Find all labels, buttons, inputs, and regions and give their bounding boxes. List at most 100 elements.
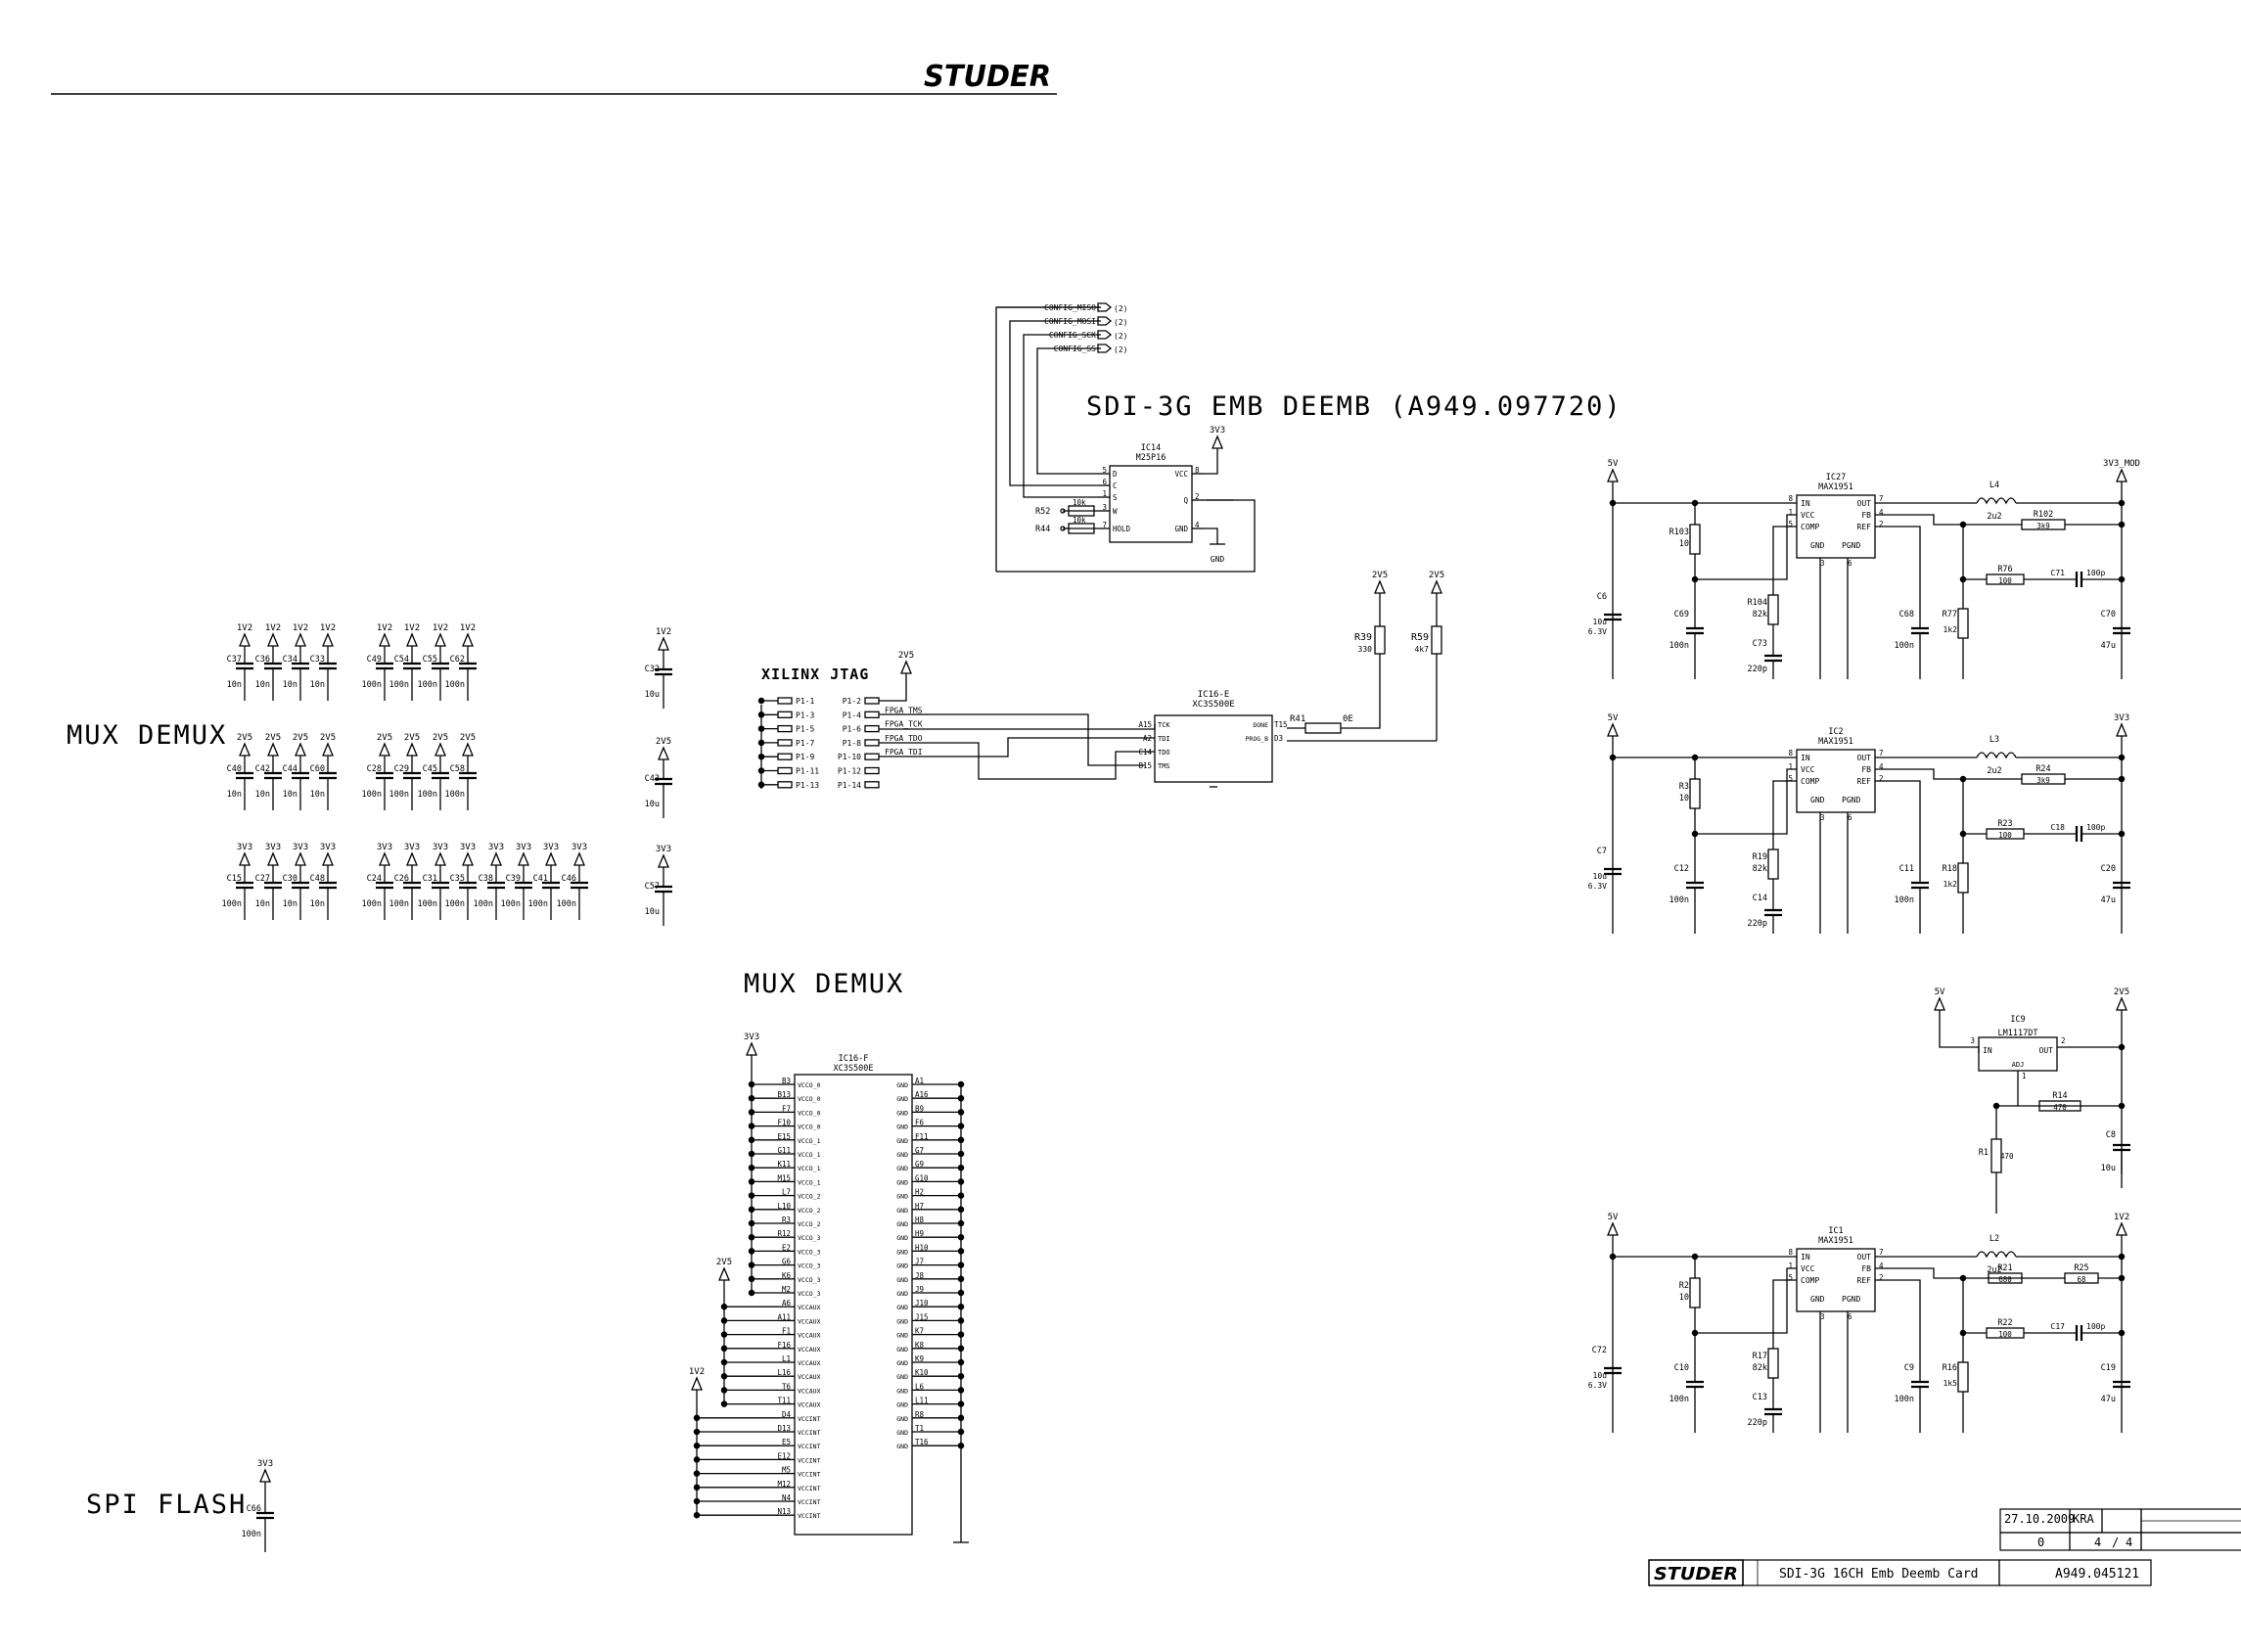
res-value: 470 <box>2053 1103 2067 1112</box>
junction-dot <box>720 1400 728 1407</box>
rail-label: 3V3 <box>293 843 308 852</box>
wire <box>879 679 907 702</box>
signal-pin-p1-8: P1-8 <box>843 739 861 748</box>
rail-arrow <box>1374 579 1386 594</box>
cap-ref: C42 <box>255 764 270 774</box>
power-rail: 3V3 <box>257 1459 273 1488</box>
cap-value: 100n <box>389 899 409 909</box>
rail-arrow <box>239 742 251 757</box>
reg-part: MAX1951 <box>1818 1236 1853 1246</box>
junction-dot <box>720 1358 728 1366</box>
rail-3v3: 3V3 <box>377 843 392 871</box>
ic14-body <box>1109 465 1193 543</box>
junction-dot <box>2118 775 2126 783</box>
pin-in: IN <box>1801 499 1810 508</box>
cap-value: 10n <box>310 790 325 800</box>
pin-number: G10 <box>915 1173 929 1182</box>
res-ref: R76 <box>1997 565 2012 574</box>
pin-num: 5 <box>1788 774 1793 783</box>
wire <box>1875 780 1921 883</box>
rail-3v3: 3V3 <box>433 843 448 871</box>
rail-arrow <box>295 742 306 757</box>
vin-rail: 5V <box>1607 459 1619 487</box>
pin-name: GND <box>896 1332 908 1340</box>
pin-name: VCCO_3 <box>798 1276 821 1284</box>
header-pin-p1-13: P1-13 <box>796 781 819 790</box>
wire <box>1009 320 1101 486</box>
pin-name: GND <box>896 1178 908 1186</box>
rail-arrow <box>2116 722 2127 737</box>
rail-label: 1V2 <box>460 623 476 633</box>
cap-ref: C38 <box>479 874 493 884</box>
rail-3v3: 3V3 <box>265 843 281 871</box>
inductor-ref: L3 <box>1989 735 1999 745</box>
res-value: 1k5 <box>1944 1379 1958 1388</box>
res-value: 3k9 <box>2036 522 2050 530</box>
res-ref: R16 <box>1943 1363 1957 1373</box>
rail-arrow <box>379 742 390 757</box>
pin-number: J7 <box>915 1258 924 1266</box>
res-value: 680 <box>1998 1275 2012 1284</box>
pin-shape <box>864 739 880 747</box>
cap-value: 10n <box>227 790 242 800</box>
net-flag <box>1097 344 1113 353</box>
pin-num: 2 <box>1879 774 1884 783</box>
pin-pgnd: PGND <box>1842 796 1860 804</box>
pin-num: 8 <box>1788 494 1793 503</box>
rail-label: 3V3 <box>572 843 587 852</box>
res-value: 100 <box>1998 831 2012 840</box>
cap-value: 100n <box>1669 1395 1689 1404</box>
pin-name: TCK <box>1158 721 1170 729</box>
pin-number: M12 <box>777 1480 791 1489</box>
res-value: 330 <box>1358 645 1373 654</box>
signal-fpga-tdo: FPGA_TDO <box>885 734 923 743</box>
pin-name: GND <box>896 1401 908 1409</box>
pin-num: 5 <box>1788 520 1793 528</box>
pin-number: H9 <box>915 1229 924 1238</box>
rail-arrow <box>267 742 279 757</box>
mux-demux-label-1: MUX DEMUX <box>67 720 227 751</box>
pin-number: G7 <box>915 1146 924 1155</box>
res-ref: R18 <box>1943 864 1957 874</box>
rail-label: 3V3 <box>488 843 504 852</box>
cap-value: 100n <box>1669 641 1689 651</box>
cap-value: 47u <box>2101 895 2116 905</box>
pin-name: W <box>1113 507 1118 516</box>
rail-label: 3V3 <box>656 845 671 854</box>
pin-number: T15 <box>1274 720 1288 729</box>
junction-dot <box>693 1442 701 1449</box>
rail-arrow <box>379 851 390 866</box>
pin-pgnd: PGND <box>1842 1295 1860 1304</box>
rail-label: 2V5 <box>433 733 448 743</box>
cap-ref: C70 <box>2101 610 2116 620</box>
pin-number: E2 <box>782 1243 791 1252</box>
cap-ref: C14 <box>1753 894 1767 903</box>
wire <box>1875 514 2022 526</box>
pin-number: 3 <box>1102 503 1107 512</box>
rail-label: 3V3 <box>320 843 336 852</box>
cap-value: 10u <box>2101 1164 2116 1173</box>
res-ref: R103 <box>1669 528 1689 537</box>
ic14-part: M25P16 <box>1136 453 1166 463</box>
rail-label: 3V3 <box>543 843 559 852</box>
pin-num: 3 <box>1820 813 1825 822</box>
cap-ref: C44 <box>283 764 297 774</box>
wire <box>1875 768 2022 780</box>
junction-dot <box>748 1136 755 1144</box>
ldo-pin-adj: ADJ <box>2012 1061 2025 1069</box>
junction-dot <box>720 1387 728 1394</box>
cap-value: 100n <box>474 899 493 909</box>
pin-name: GND <box>896 1124 908 1131</box>
rail-arrow <box>322 851 334 866</box>
rail-label: 1V2 <box>237 623 252 633</box>
pin-num: 4 <box>1879 1262 1884 1270</box>
pin-number: F1 <box>782 1327 791 1336</box>
cap-ref: C73 <box>1753 639 1767 649</box>
reg-ref: IC2 <box>1828 727 1843 737</box>
pin-number: T16 <box>915 1438 929 1446</box>
